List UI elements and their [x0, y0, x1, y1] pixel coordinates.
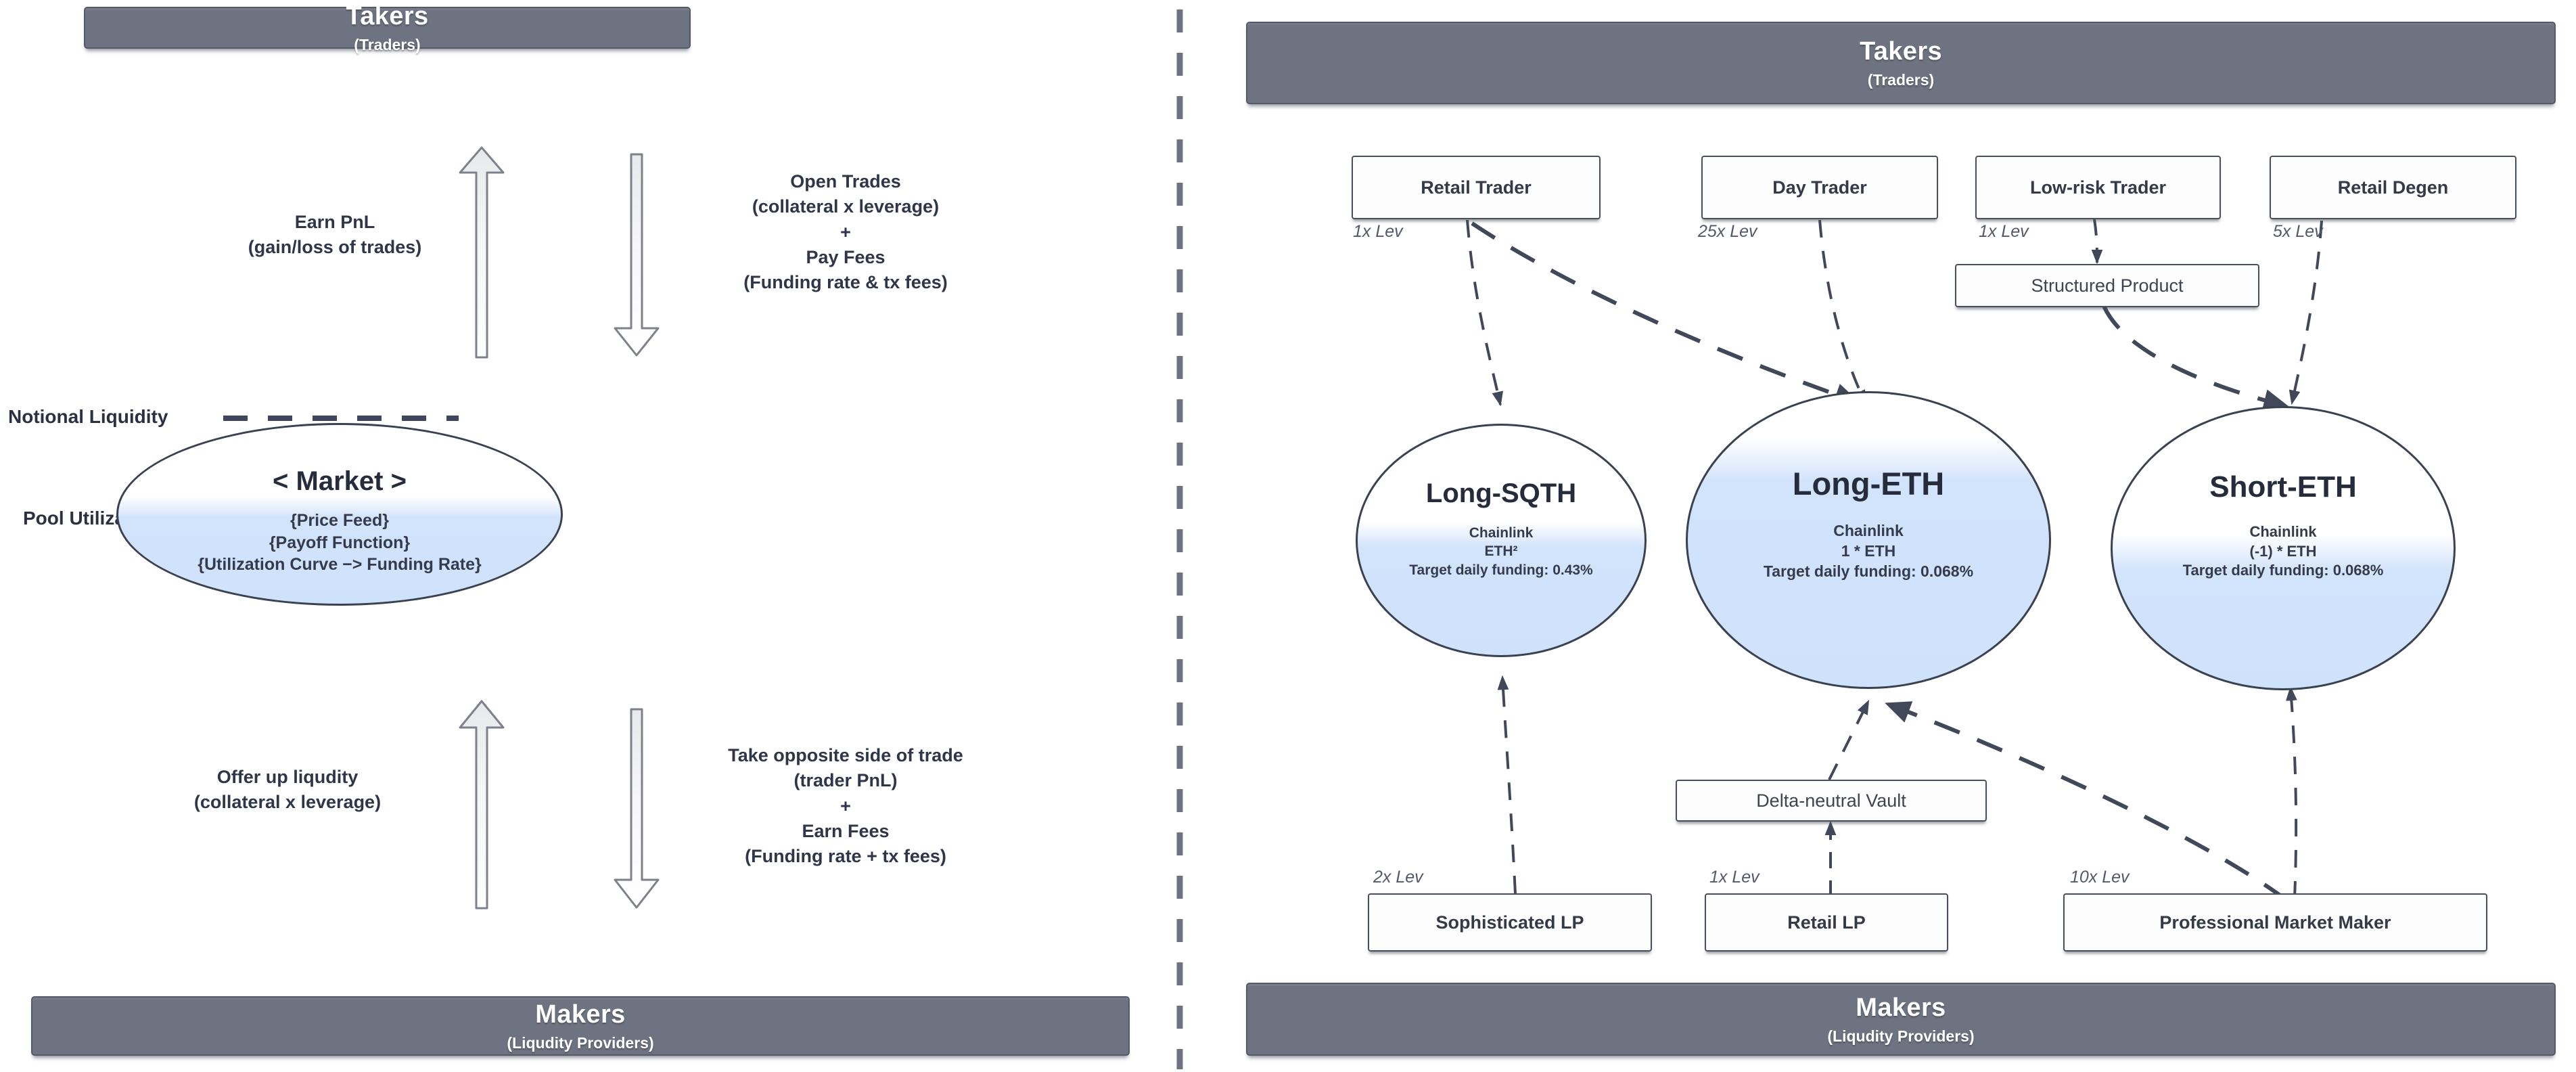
leverage-day-trader: 25x Lev	[1698, 222, 1757, 241]
arrow-earn-pnl	[459, 146, 505, 359]
left-takers-subtitle: (Traders)	[354, 35, 421, 53]
market-ellipse-long-eth: Long-ETH Chainlink 1 * ETH Target daily …	[1686, 391, 2051, 689]
leverage-retail-degen: 5x Lev	[2273, 222, 2323, 241]
maker-box-professional-market-maker[interactable]: Professional Market Maker	[2063, 893, 2487, 952]
market-payoff-long-sqth: ETH²	[1484, 543, 1518, 560]
market-ellipse-long-sqth: Long-SQTH Chainlink ETH² Target daily fu…	[1356, 424, 1647, 657]
leverage-professional-market-maker: 10x Lev	[2070, 868, 2130, 887]
left-takers-title: Takers	[346, 1, 429, 30]
left-makers-band: Makers (Liqudity Providers)	[31, 996, 1130, 1056]
maker-label-retail-lp: Retail LP	[1787, 912, 1866, 933]
left-takers-band: Takers (Traders)	[84, 2, 691, 53]
taker-label-retail-degen: Retail Degen	[2337, 177, 2449, 198]
market-details: {Price Feed} {Payoff Function} {Utilizat…	[198, 510, 482, 576]
taker-box-retail-trader[interactable]: Retail Trader	[1352, 156, 1601, 219]
market-oracle-long-eth: Chainlink	[1833, 522, 1904, 539]
flow-label-earn-pnl: Earn PnL (gain/loss of trades)	[248, 212, 422, 258]
market-funding-long-sqth: Target daily funding: 0.43%	[1409, 562, 1593, 578]
arrow-offer-liquidity	[459, 700, 505, 910]
maker-label-sophisticated-lp: Sophisticated LP	[1435, 912, 1584, 933]
maker-label-professional-market-maker: Professional Market Maker	[2159, 912, 2391, 933]
connector-delta-neutral-vault-to-long-eth	[1828, 699, 1870, 780]
market-details-short-eth: Chainlink (-1) * ETH Target daily fundin…	[2183, 522, 2384, 581]
market-funding-short-eth: Target daily funding: 0.068%	[2182, 562, 2384, 579]
leverage-sophisticated-lp: 2x Lev	[1373, 868, 1423, 887]
intermediary-box-structured-product[interactable]: Structured Product	[1955, 264, 2259, 307]
market-details-long-sqth: Chainlink ETH² Target daily funding: 0.4…	[1409, 524, 1592, 579]
taker-box-day-trader[interactable]: Day Trader	[1701, 156, 1938, 219]
taker-label-low-risk-trader: Low-risk Trader	[2029, 177, 2167, 198]
flow-label-open-trades: Open Trades (collateral x leverage) + Pa…	[743, 171, 948, 292]
right-takers-band: Takers (Traders)	[1246, 22, 2556, 104]
maker-box-sophisticated-lp[interactable]: Sophisticated LP	[1368, 893, 1652, 952]
market-title: < Market >	[273, 466, 407, 496]
connector-retail-degen-to-short-eth	[2288, 220, 2323, 405]
arrow-open-trades	[614, 153, 660, 357]
taker-label-retail-trader: Retail Trader	[1421, 177, 1532, 198]
flow-label-take-opposite-side: Take opposite side of trade (trader PnL)…	[728, 745, 963, 866]
market-title-long-sqth: Long-SQTH	[1425, 478, 1577, 508]
taker-box-retail-degen[interactable]: Retail Degen	[2270, 156, 2516, 219]
market-payoff-function: {Payoff Function}	[269, 533, 411, 552]
market-title-long-eth: Long-ETH	[1792, 466, 1945, 501]
left-makers-title: Makers	[535, 1000, 626, 1029]
right-takers-subtitle: (Traders)	[1867, 70, 1935, 89]
right-makers-title: Makers	[1856, 993, 1946, 1022]
connector-market-maker-to-short-eth	[2286, 686, 2298, 899]
leverage-retail-trader: 1x Lev	[1353, 222, 1403, 241]
connector-day-trader-to-long-eth	[1818, 219, 1867, 405]
market-ellipse-short-eth: Short-ETH Chainlink (-1) * ETH Target da…	[2111, 406, 2456, 690]
right-makers-subtitle: (Liqudity Providers)	[1827, 1027, 1975, 1045]
notional-liquidity-label: Notional Liquidity	[8, 406, 168, 427]
market-ellipse: < Market > {Price Feed} {Payoff Function…	[116, 423, 563, 606]
right-makers-band: Makers (Liqudity Providers)	[1246, 983, 2556, 1056]
connector-retail-trader-to-long-eth	[1471, 221, 1860, 405]
market-payoff-short-eth: (-1) * ETH	[2249, 542, 2317, 560]
arrow-take-opposite-side	[614, 708, 660, 909]
market-payoff-long-eth: 1 * ETH	[1841, 541, 1896, 560]
market-details-long-eth: Chainlink 1 * ETH Target daily funding: …	[1764, 521, 1973, 582]
left-makers-subtitle: (Liqudity Providers)	[507, 1033, 654, 1052]
intermediary-label-structured-product: Structured Product	[2031, 275, 2184, 296]
market-utilization-curve: {Utilization Curve −> Funding Rate}	[198, 555, 482, 574]
leverage-low-risk-trader: 1x Lev	[1979, 222, 2029, 241]
market-oracle-short-eth: Chainlink	[2249, 523, 2317, 540]
market-oracle-long-sqth: Chainlink	[1469, 525, 1534, 541]
connector-structured-product-to-short-eth	[2102, 305, 2290, 412]
right-takers-title: Takers	[1859, 37, 1943, 66]
market-title-short-eth: Short-ETH	[2209, 470, 2357, 504]
intermediary-box-delta-neutral-vault[interactable]: Delta-neutral Vault	[1676, 780, 1987, 822]
taker-label-day-trader: Day Trader	[1772, 177, 1867, 198]
leverage-retail-lp: 1x Lev	[1709, 868, 1760, 887]
flow-label-offer-liquidity: Offer up liqudity (collateral x leverage…	[193, 767, 382, 813]
connector-sophisticated-lp-to-long-sqth	[1497, 675, 1517, 894]
market-funding-long-eth: Target daily funding: 0.068%	[1763, 562, 1974, 580]
taker-box-low-risk-trader[interactable]: Low-risk Trader	[1975, 156, 2221, 219]
intermediary-label-delta-neutral-vault: Delta-neutral Vault	[1756, 790, 1906, 811]
market-price-feed: {Price Feed}	[290, 511, 389, 530]
maker-box-retail-lp[interactable]: Retail LP	[1705, 893, 1948, 952]
connector-low-risk-trader-to-structured-product	[2091, 219, 2103, 265]
connector-retail-trader-to-long-sqth	[1466, 219, 1503, 407]
